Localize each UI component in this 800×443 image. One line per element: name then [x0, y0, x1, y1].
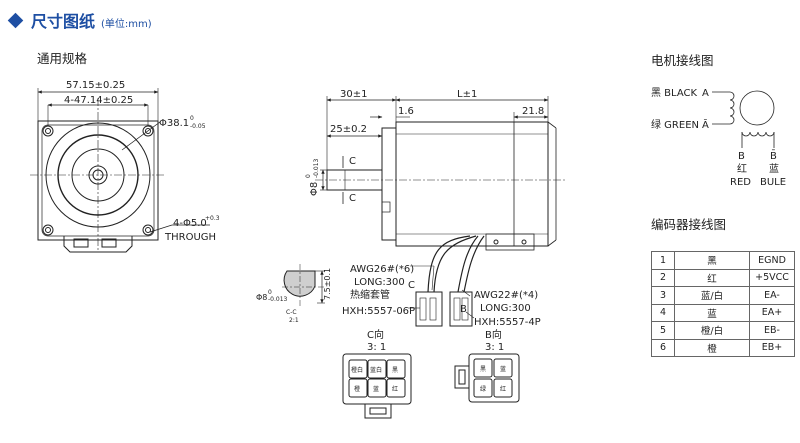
encoder-cable-awg: AWG26#(*6) — [350, 264, 414, 275]
connector-c-pin: 蓝白 — [370, 366, 382, 374]
motor-connector-part: HXH:5557-4P — [474, 317, 541, 328]
svg-text:Φ8: Φ8 — [309, 182, 320, 196]
section-general-title: 通用规格 — [37, 51, 88, 66]
page-title: 尺寸图纸 — [31, 12, 96, 31]
motor-wire-red-cn: 红 — [737, 162, 747, 175]
connector-c-pin: 黑 — [392, 367, 398, 374]
svg-text:0: 0 — [305, 174, 312, 178]
connector-b — [454, 353, 520, 403]
table-row: 1 黑 EGND — [651, 251, 795, 270]
connector-b-pin: 黑 — [480, 366, 486, 373]
page-header: 尺寸图纸 (单位:mm) — [7, 8, 152, 32]
motor-wiring-diagram — [712, 90, 775, 148]
table-cell-no: 3 — [651, 286, 675, 305]
front-view — [30, 88, 210, 253]
table-cell-no: 5 — [651, 321, 675, 340]
mounting-holes — [42, 125, 154, 236]
table-cell-no: 4 — [651, 303, 675, 322]
dim-pilot-diameter: Φ38.1 — [159, 118, 189, 129]
connector-b-pin: 红 — [500, 385, 506, 393]
section-encoder-wiring-title: 编码器接线图 — [651, 217, 727, 232]
connector-b-scale: 3: 1 — [485, 342, 504, 353]
dim-holes-tol: +0.3 — [205, 215, 220, 222]
connector-c-pin: 蓝 — [373, 385, 379, 393]
table-cell-no: 1 — [651, 251, 675, 270]
dim-body-length: L±1 — [457, 89, 477, 100]
table-cell-signal: EGND — [749, 251, 795, 270]
connector-b-title: B向 — [485, 328, 502, 341]
motor-body-outline — [395, 121, 549, 247]
section-shaft-tol-lower: -0.013 — [268, 296, 288, 303]
table-cell-no: 2 — [651, 268, 675, 287]
table-row: 3 蓝/白 EA- — [651, 286, 795, 305]
table-cell-color: 橙 — [674, 338, 750, 357]
table-row: 5 橙/白 EB- — [651, 321, 795, 340]
motor-view-mark: B — [460, 304, 467, 315]
svg-text:-0.013: -0.013 — [313, 158, 320, 178]
dim-hole-pitch: 4-47.14±0.25 — [64, 95, 133, 106]
table-cell-signal: +5VCC — [749, 268, 795, 287]
connector-b-pin: 绿 — [480, 385, 486, 393]
section-label: C-C — [286, 309, 297, 316]
table-row: 2 红 +5VCC — [651, 268, 795, 287]
section-mark-bottom: C — [349, 193, 356, 204]
motor-wire-black: 黑 BLACK — [651, 87, 697, 99]
connector-c — [342, 353, 412, 419]
svg-text:7.5±0.1: 7.5±0.1 — [323, 268, 332, 300]
connector-c-pin: 红 — [392, 385, 398, 393]
table-cell-signal: EB+ — [749, 338, 795, 357]
connector-c-title: C向 — [367, 328, 384, 341]
shaft-diameter-label: Φ8 0 -0.013 — [305, 158, 320, 196]
section-scale: 2:1 — [289, 317, 299, 324]
dim-outer-width: 57.15±0.25 — [66, 80, 125, 91]
encoder-cable-sleeve: 热缩套管 — [350, 288, 390, 301]
section-shaft-dim: Φ8 — [256, 293, 267, 302]
motor-wire-red-en: RED — [730, 177, 751, 188]
table-cell-color: 蓝 — [674, 303, 750, 322]
connector-c-scale: 3: 1 — [367, 342, 386, 353]
table-cell-signal: EA- — [749, 286, 795, 305]
motor-wire-blue-cn: 蓝 — [769, 163, 779, 175]
motor-phase-b-bar: B̄ — [770, 149, 777, 162]
dim-holes: 4-Φ5.0 — [173, 218, 207, 229]
section-cc — [282, 264, 325, 308]
table-cell-color: 蓝/白 — [674, 286, 750, 305]
table-cell-color: 红 — [674, 268, 750, 287]
dim-pilot-tol-lower: -0.05 — [190, 123, 206, 130]
dim-flange-thickness: 1.6 — [398, 106, 414, 117]
table-row: 4 蓝 EA+ — [651, 303, 795, 322]
motor-wire-blue-en: BULE — [760, 177, 786, 188]
table-cell-signal: EB- — [749, 321, 795, 340]
table-row: 6 橙 EB+ — [651, 338, 795, 357]
section-flat-dim: 7.5±0.1 — [323, 268, 332, 300]
motor-cable-awg: AWG22#(*4) — [474, 290, 538, 301]
motor-wire-green: 绿 GREEN — [651, 118, 699, 131]
section-shaft-tol-upper: 0 — [268, 289, 272, 296]
section-motor-wiring-title: 电机接线图 — [651, 53, 714, 68]
table-cell-signal: EA+ — [749, 303, 795, 322]
motor-cable-length: LONG:300 — [480, 303, 531, 314]
encoder-view-mark: C — [408, 280, 415, 291]
section-mark-top: C — [349, 156, 356, 167]
side-view — [315, 96, 565, 327]
table-cell-color: 橙/白 — [674, 321, 750, 340]
connector-c-pin: 橙白 — [351, 366, 363, 374]
table-cell-color: 黑 — [674, 251, 750, 270]
motor-phase-a-bar: Ā — [702, 118, 709, 131]
encoder-connector-part: HXH:5557-06P — [342, 306, 415, 317]
unit-note: (单位:mm) — [101, 18, 152, 30]
dim-pilot-tol-upper: 0 — [190, 115, 194, 122]
encoder-cable-length: LONG:300 — [354, 277, 405, 288]
motor-phase-b: B — [738, 151, 745, 162]
dim-rear-length: 21.8 — [522, 106, 544, 117]
dim-usable-length: 25±0.2 — [330, 124, 367, 135]
table-cell-no: 6 — [651, 338, 675, 357]
dim-holes-through: THROUGH — [164, 232, 216, 243]
connector-b-pin: 蓝 — [500, 365, 506, 373]
motor-phase-a: A — [702, 88, 709, 99]
encoder-wiring-table: 1 黑 EGND 2 红 +5VCC 3 蓝/白 EA- 4 蓝 EA+ 5 橙… — [651, 251, 795, 357]
dim-shaft-length: 30±1 — [340, 89, 367, 100]
connector-c-pin: 橙 — [354, 385, 360, 393]
